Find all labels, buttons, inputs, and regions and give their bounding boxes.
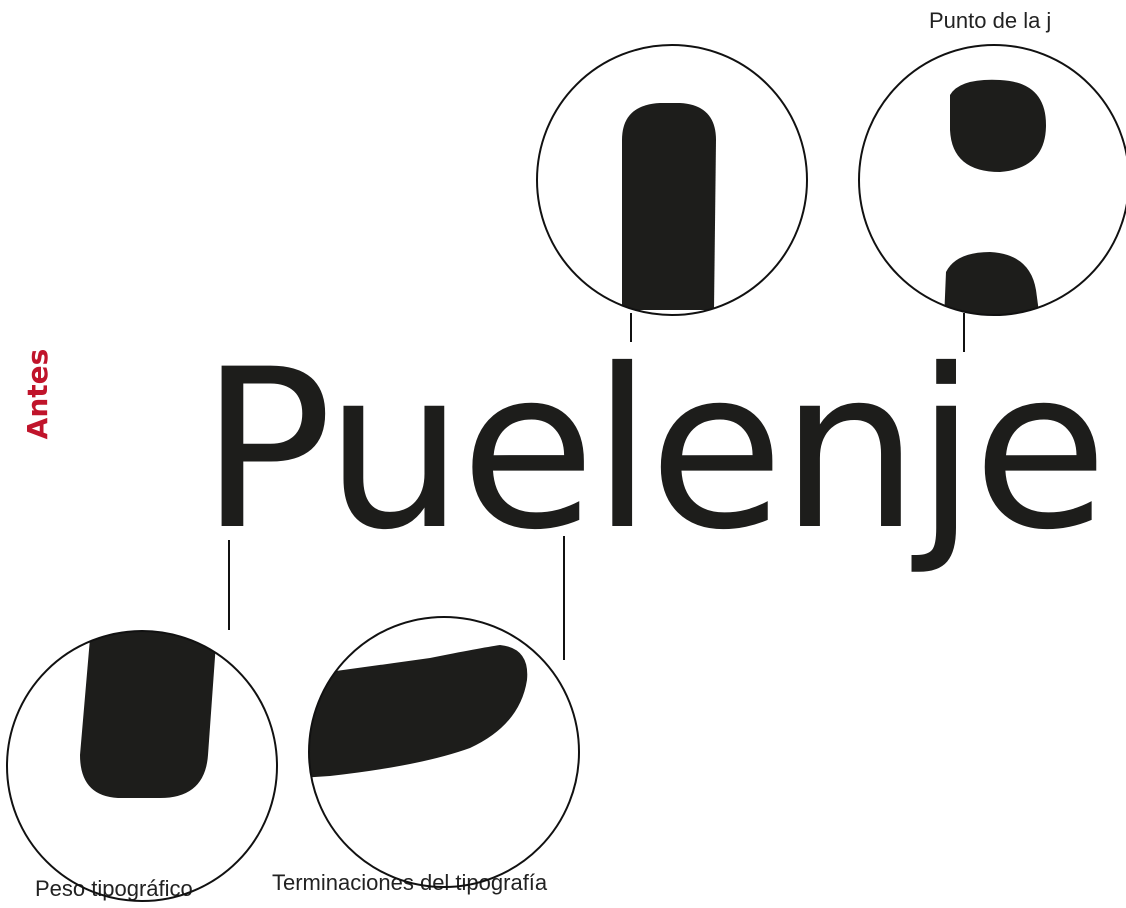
magnifier-circle-l-top bbox=[536, 44, 808, 316]
callout-p-stem bbox=[80, 631, 218, 798]
callout-e-terminal bbox=[309, 645, 528, 778]
caption-dot-of-j: Punto de la j bbox=[929, 8, 1052, 33]
magnifier-circle-p-stem bbox=[6, 630, 278, 902]
zoomed-terminal bbox=[309, 645, 528, 778]
caption-typographic-weight: Peso tipográfico bbox=[35, 876, 193, 901]
callout-j-dot bbox=[944, 79, 1046, 315]
zoomed-stem-top bbox=[622, 103, 716, 310]
zoomed-j-dot bbox=[950, 79, 1046, 172]
specimen-word: Puelenje bbox=[200, 322, 1108, 578]
magnifier-circle-j-dot bbox=[858, 44, 1126, 316]
magnifier-circle-e-terminal bbox=[308, 616, 580, 888]
zoomed-stem-bottom bbox=[80, 631, 218, 798]
zoomed-j-stem-top bbox=[944, 252, 1040, 315]
callout-l-top bbox=[622, 103, 716, 310]
